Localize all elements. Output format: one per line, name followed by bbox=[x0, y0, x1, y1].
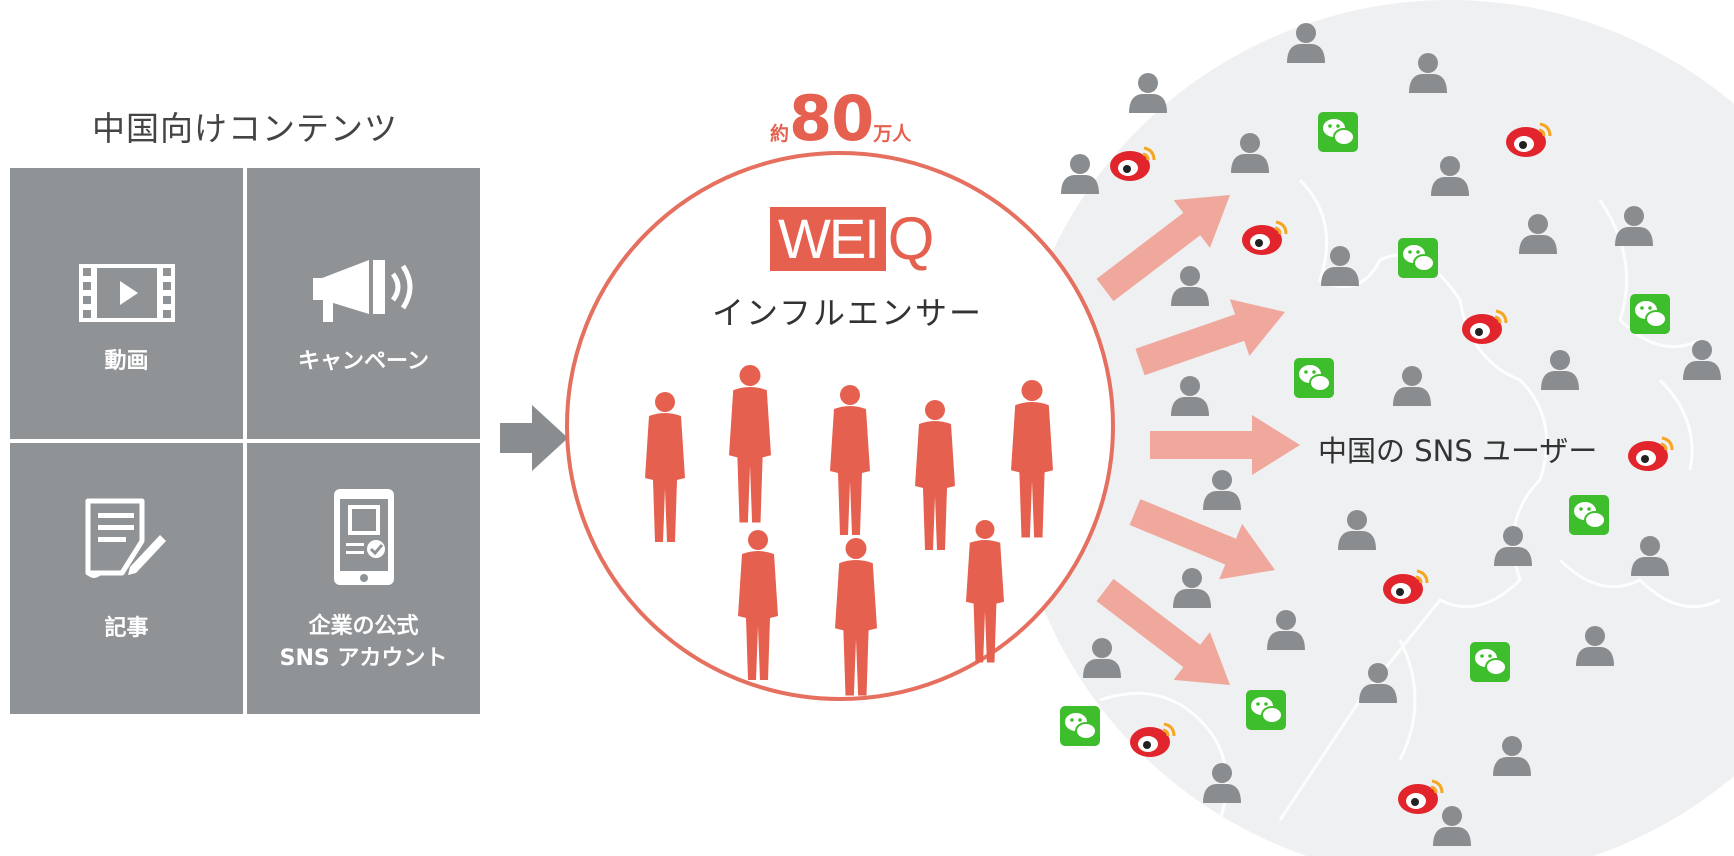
sns-users-label: 中国の SNS ユーザー bbox=[1318, 434, 1598, 468]
flow-arrow bbox=[500, 405, 568, 471]
logo-boxed-text: WEI bbox=[770, 207, 886, 271]
smartphone-icon bbox=[334, 489, 394, 585]
video-icon bbox=[79, 264, 175, 322]
count-prefix: 約 bbox=[770, 123, 790, 145]
count-value: 80 bbox=[789, 82, 874, 155]
content-grid: 動画 キャンペーン 記事 bbox=[10, 168, 480, 714]
content-tile-sns-account: 企業の公式 SNS アカウント bbox=[247, 443, 480, 714]
weiq-logo: WEI Q bbox=[770, 207, 934, 271]
content-tile-campaign-label: キャンペーン bbox=[298, 349, 429, 374]
content-tile-article: 記事 bbox=[10, 443, 243, 714]
content-tile-sns-label-1: 企業の公式 bbox=[308, 614, 419, 639]
content-tile-sns-label-2: SNS アカウント bbox=[279, 646, 448, 671]
influencer-label: インフルエンサー bbox=[712, 294, 984, 332]
content-title: 中国向けコンテンツ bbox=[92, 109, 398, 148]
article-icon bbox=[85, 498, 166, 578]
content-tile-video: 動画 bbox=[10, 168, 243, 439]
megaphone-icon bbox=[313, 260, 413, 322]
content-tile-article-label: 記事 bbox=[104, 616, 149, 641]
count-unit: 万人 bbox=[873, 123, 912, 145]
content-tile-video-label: 動画 bbox=[104, 349, 149, 374]
content-tile-campaign: キャンペーン bbox=[247, 168, 480, 439]
logo-tail-text: Q bbox=[887, 205, 935, 272]
influencer-count: 約80万人 bbox=[770, 82, 911, 155]
